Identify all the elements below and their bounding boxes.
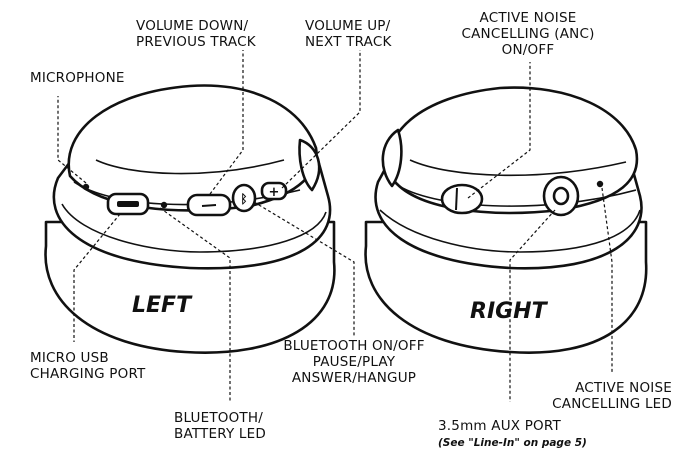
svg-text:3.5mm AUX PORT: 3.5mm AUX PORT xyxy=(438,418,561,434)
svg-text:ANSWER/HANGUP: ANSWER/HANGUP xyxy=(292,370,416,386)
label-anc-led: ACTIVE NOISE CANCELLING LED xyxy=(552,380,672,412)
micro-usb-port[interactable] xyxy=(106,192,150,216)
svg-text:ᛒ: ᛒ xyxy=(240,192,247,206)
svg-text:PREVIOUS TRACK: PREVIOUS TRACK xyxy=(136,34,257,50)
left-earcup xyxy=(44,84,336,354)
label-microphone: MICROPHONE xyxy=(30,70,125,86)
leader-lines xyxy=(57,50,613,402)
svg-text:CHARGING PORT: CHARGING PORT xyxy=(30,366,146,382)
svg-text:BLUETOOTH ON/OFF: BLUETOOTH ON/OFF xyxy=(283,338,424,354)
svg-text:VOLUME UP/: VOLUME UP/ xyxy=(305,18,391,34)
microphone-hole xyxy=(82,183,90,191)
svg-text:+: + xyxy=(269,185,280,200)
label-anc-switch: ACTIVE NOISE CANCELLING (ANC) ON/OFF xyxy=(461,10,594,58)
volume-down-button[interactable] xyxy=(186,193,232,217)
svg-text:NEXT TRACK: NEXT TRACK xyxy=(305,34,392,50)
aux-port-note: (See "Line-In" on page 5) xyxy=(438,437,587,449)
label-micro-usb: MICRO USB CHARGING PORT xyxy=(30,350,146,382)
bluetooth-button[interactable]: ᛒ xyxy=(231,183,257,213)
left-side-mark: LEFT xyxy=(132,293,193,318)
svg-text:MICRO USB: MICRO USB xyxy=(30,350,109,366)
label-volume-up: VOLUME UP/ NEXT TRACK xyxy=(305,18,392,50)
label-aux-port: 3.5mm AUX PORT (See "Line-In" on page 5) xyxy=(438,418,587,449)
label-volume-down: VOLUME DOWN/ PREVIOUS TRACK xyxy=(136,18,257,50)
svg-text:CANCELLING (ANC): CANCELLING (ANC) xyxy=(461,26,594,42)
svg-text:ACTIVE NOISE: ACTIVE NOISE xyxy=(480,10,577,26)
svg-text:MICROPHONE: MICROPHONE xyxy=(30,70,125,86)
right-side-mark: RIGHT xyxy=(470,299,549,324)
anc-led xyxy=(596,180,604,188)
svg-text:BATTERY LED: BATTERY LED xyxy=(174,426,266,442)
svg-text:VOLUME DOWN/: VOLUME DOWN/ xyxy=(136,18,248,34)
label-bluetooth-button: BLUETOOTH ON/OFF PAUSE/PLAY ANSWER/HANGU… xyxy=(283,338,424,386)
svg-text:ACTIVE NOISE: ACTIVE NOISE xyxy=(575,380,672,396)
right-earcup xyxy=(364,86,648,354)
anc-switch[interactable] xyxy=(440,183,484,215)
svg-text:ON/OFF: ON/OFF xyxy=(502,42,555,58)
svg-text:CANCELLING LED: CANCELLING LED xyxy=(552,396,672,412)
svg-text:BLUETOOTH/: BLUETOOTH/ xyxy=(174,410,263,426)
svg-text:PAUSE/PLAY: PAUSE/PLAY xyxy=(313,354,396,370)
volume-up-button[interactable]: + xyxy=(260,181,288,201)
bluetooth-led xyxy=(160,201,168,209)
aux-port[interactable] xyxy=(542,175,580,217)
label-bluetooth-led: BLUETOOTH/ BATTERY LED xyxy=(174,410,266,442)
